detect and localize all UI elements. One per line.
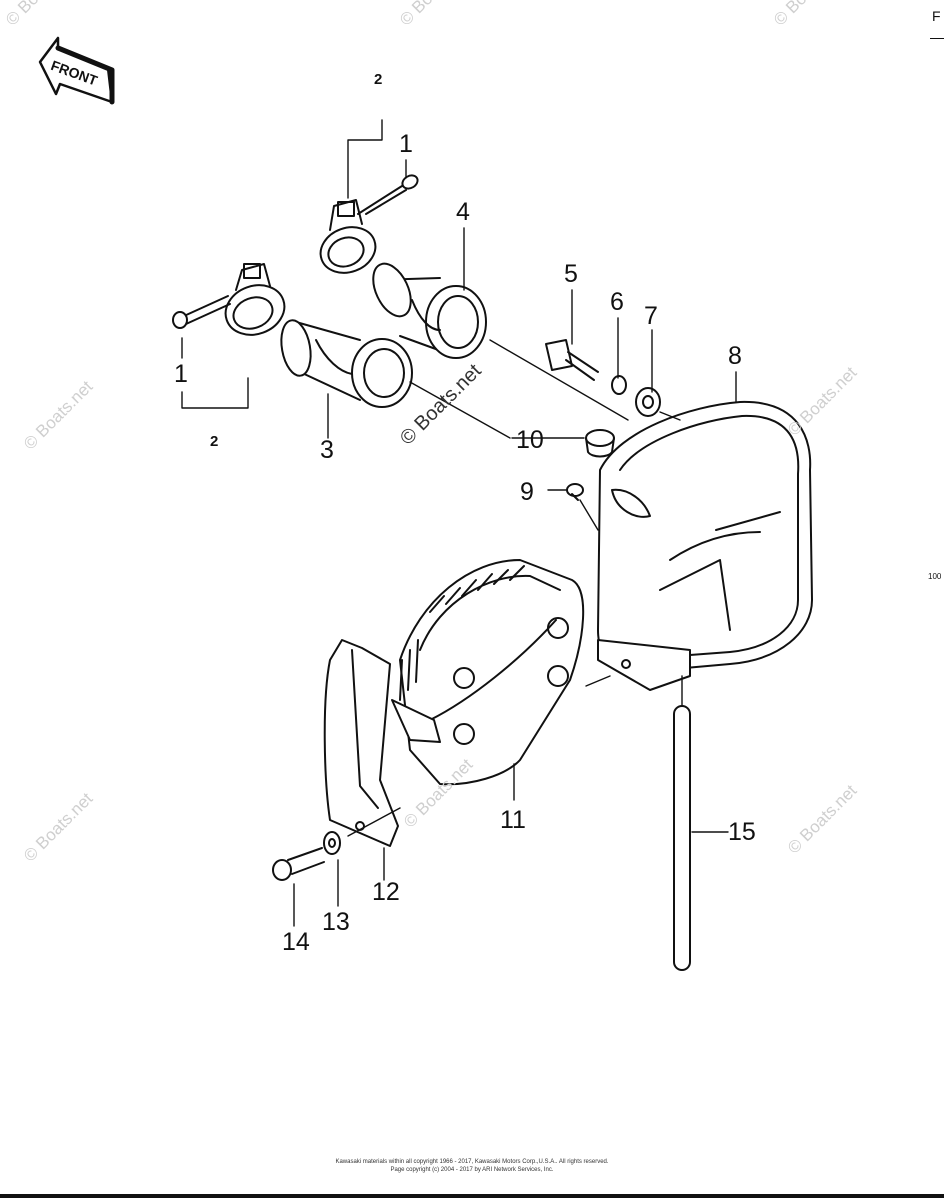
mounting-bracket — [323, 639, 399, 847]
callout-3: 3 — [320, 436, 334, 464]
air-filter-element — [391, 559, 585, 786]
callout-13: 13 — [322, 908, 350, 936]
callout-1: 1 — [174, 360, 188, 388]
bottom-rule — [0, 1194, 944, 1198]
drain-hose — [673, 705, 691, 971]
screw-14 — [272, 847, 325, 881]
callout-10: 10 — [516, 426, 544, 454]
grommet-10 — [585, 429, 615, 458]
lower-clamp-bolt — [172, 295, 231, 329]
mounting-bolt — [545, 339, 599, 381]
upper-hose-clamp — [319, 199, 377, 274]
callout-2: 2 — [210, 433, 219, 450]
upper-intake-tube — [372, 262, 487, 359]
corner-rule — [930, 38, 944, 39]
corner-letter: F — [932, 8, 941, 24]
callout-5: 5 — [564, 260, 578, 288]
upper-clamp-bolt — [357, 174, 419, 215]
callout-12: 12 — [372, 878, 400, 906]
callout-1: 1 — [399, 130, 413, 158]
callout-7: 7 — [644, 302, 658, 330]
callout-6: 6 — [610, 288, 624, 316]
grommet-7 — [635, 387, 661, 417]
callout-14: 14 — [282, 928, 310, 956]
callout-9: 9 — [520, 478, 534, 506]
front-arrow-icon — [38, 36, 115, 105]
callout-4: 4 — [456, 198, 470, 226]
leader-lines — [181, 119, 737, 927]
copyright-line-1: Kawasaki materials within all copyright … — [335, 1159, 609, 1165]
screw-9 — [566, 483, 584, 501]
lower-hose-clamp — [224, 263, 286, 336]
washer-13 — [323, 831, 341, 855]
copyright-line-2: Page copyright (c) 2004 - 2017 by ARI Ne… — [390, 1167, 554, 1173]
page-code: 100 — [928, 572, 942, 581]
callout-11: 11 — [500, 806, 526, 834]
callout-8: 8 — [728, 342, 742, 370]
washer-6 — [611, 375, 627, 395]
callout-2: 2 — [374, 71, 383, 88]
callout-15: 15 — [728, 818, 756, 846]
air-cleaner-case — [597, 400, 813, 691]
lower-intake-tube — [280, 319, 413, 408]
